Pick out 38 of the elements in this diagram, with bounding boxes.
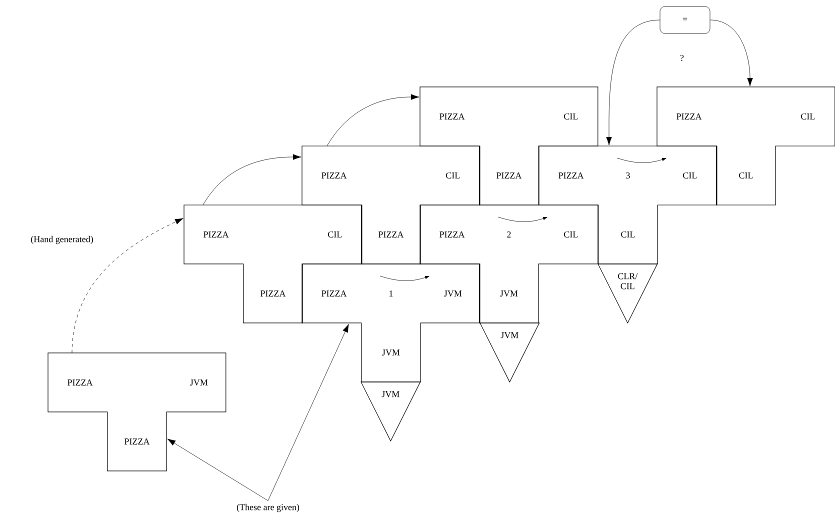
language-label: 2 (507, 232, 511, 238)
note-text: (These are given) (236, 504, 300, 512)
arrow (606, 20, 660, 146)
language-label: CIL (328, 231, 342, 238)
language-label: JVM (500, 290, 518, 296)
language-label: PIZZA (260, 290, 286, 296)
language-label: CIL (564, 231, 578, 238)
language-label: PIZZA (204, 232, 229, 238)
language-label: PIZZA (322, 290, 347, 296)
language-label: PIZZA (496, 172, 522, 178)
language-label: PIZZA (124, 438, 150, 444)
language-label: JVM (444, 290, 462, 296)
arrow (710, 20, 753, 86)
arrow (326, 94, 420, 146)
arrow (72, 218, 184, 354)
language-label: 3 (626, 172, 630, 179)
language-label: PIZZA (378, 232, 404, 238)
edge-label: (Hand generated) (30, 234, 94, 246)
equals-box: = (660, 6, 710, 34)
language-label: 1 (390, 290, 393, 296)
language-label: CIL (446, 172, 460, 179)
language-label: PIZZA (440, 232, 465, 238)
language-label: PIZZA (322, 172, 347, 178)
language-label: CIL (621, 231, 635, 238)
language-label: PIZZA (68, 380, 93, 386)
arrow (167, 438, 268, 501)
arrow (268, 324, 349, 501)
language-label: CIL (739, 172, 753, 179)
language-label: PIZZA (558, 172, 584, 178)
question-mark: ? (680, 54, 684, 62)
language-label: PIZZA (440, 114, 465, 120)
language-label: JVM (382, 349, 400, 356)
language-label: CIL (801, 113, 815, 120)
language-label: JVM (190, 379, 208, 386)
language-label: CIL (683, 172, 697, 179)
language-label: PIZZA (676, 114, 702, 120)
arrow (202, 154, 302, 206)
language-label: CIL (564, 113, 578, 120)
